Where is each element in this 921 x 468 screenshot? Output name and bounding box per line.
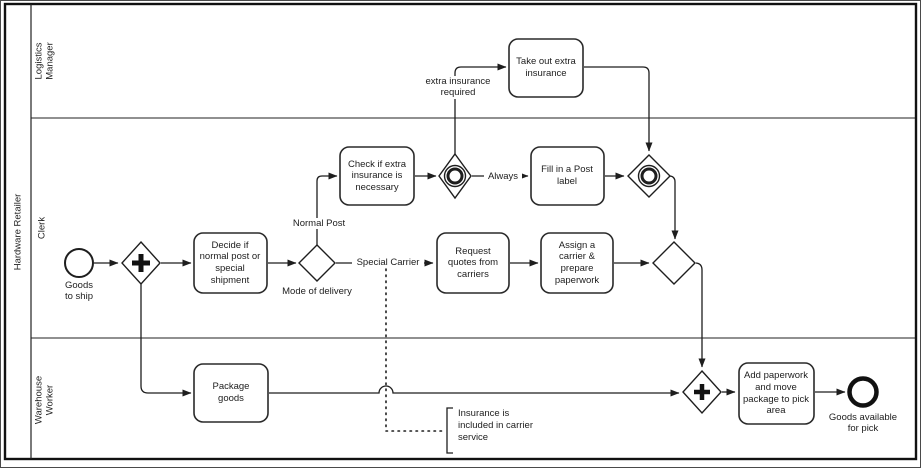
- task-add-paperwork-label: Add paperwork and move package to pick a…: [743, 370, 810, 417]
- gateway-label-mode-of-delivery: Mode of delivery: [282, 286, 352, 297]
- plus-icon: [132, 254, 150, 272]
- task-take-out-extra-insurance[interactable]: [508, 38, 584, 98]
- task-decide-post-or-special[interactable]: [193, 232, 268, 294]
- flow-package-to-join: [269, 385, 680, 397]
- flow-label-extra-insurance-required: extra insurance required: [418, 76, 498, 99]
- flow-eventgw2-to-merge: [669, 175, 679, 240]
- exclusive-gateway-mode-of-delivery[interactable]: [298, 244, 336, 282]
- task-check-extra-insurance-label: Check if extra insurance is necessary: [347, 158, 407, 193]
- pool-border: [3, 2, 918, 461]
- event-gateway-circle-icon: [443, 164, 467, 188]
- end-event-label: Goods available for pick: [828, 412, 898, 435]
- flow-label-always: Always: [484, 171, 522, 183]
- flow-takeout-to-eventgw2: [584, 66, 653, 152]
- start-event-label: Goods to ship: [65, 280, 93, 303]
- plus-icon: [694, 384, 710, 400]
- task-package-goods-label: Package goods: [212, 381, 250, 404]
- annotation-bracket: [446, 407, 453, 454]
- task-check-extra-insurance[interactable]: [339, 146, 415, 206]
- flow-merge-to-join: [695, 262, 706, 368]
- event-gateway-circle-icon: [446, 167, 464, 185]
- task-request-quotes[interactable]: [436, 232, 510, 294]
- task-package-goods[interactable]: [193, 363, 269, 423]
- annotation-insurance-note: Insurance is included in carrier service: [458, 408, 533, 443]
- task-fill-post-label-label: Fill in a Post label: [541, 164, 593, 187]
- event-gateway-circle-icon: [640, 167, 658, 185]
- event-gateway-1[interactable]: [438, 152, 472, 200]
- exclusive-gateway-merge[interactable]: [652, 241, 696, 285]
- task-request-quotes-label: Request quotes from carriers: [447, 245, 499, 280]
- event-gateway-2[interactable]: [627, 154, 671, 198]
- association-insurance-note: [385, 268, 444, 432]
- lane-label-warehouse-worker: Warehouse Worker: [33, 375, 56, 425]
- lane-label-logistics-manager: Logistics Manager: [33, 42, 56, 80]
- flow-normal-post: [316, 172, 338, 245]
- flow-split-to-package: [140, 284, 192, 397]
- pool-label: Hardware Retailer: [12, 193, 24, 271]
- task-assign-carrier[interactable]: [540, 232, 614, 294]
- task-take-out-extra-insurance-label: Take out extra insurance: [516, 56, 576, 79]
- flow-extra-insurance-required: [454, 63, 507, 154]
- task-add-paperwork[interactable]: [738, 362, 815, 425]
- flow-label-special-carrier: Special Carrier: [352, 257, 424, 269]
- end-event[interactable]: [847, 376, 879, 408]
- task-assign-carrier-label: Assign a carrier & prepare paperwork: [554, 239, 600, 286]
- lane-label-clerk: Clerk: [36, 216, 48, 240]
- start-event[interactable]: [64, 248, 94, 278]
- flow-label-normal-post: Normal Post: [286, 218, 352, 230]
- event-gateway-circle-icon: [637, 164, 661, 188]
- task-fill-post-label[interactable]: [530, 146, 605, 206]
- task-decide-post-or-special-label: Decide if normal post or special shipmen…: [199, 239, 261, 286]
